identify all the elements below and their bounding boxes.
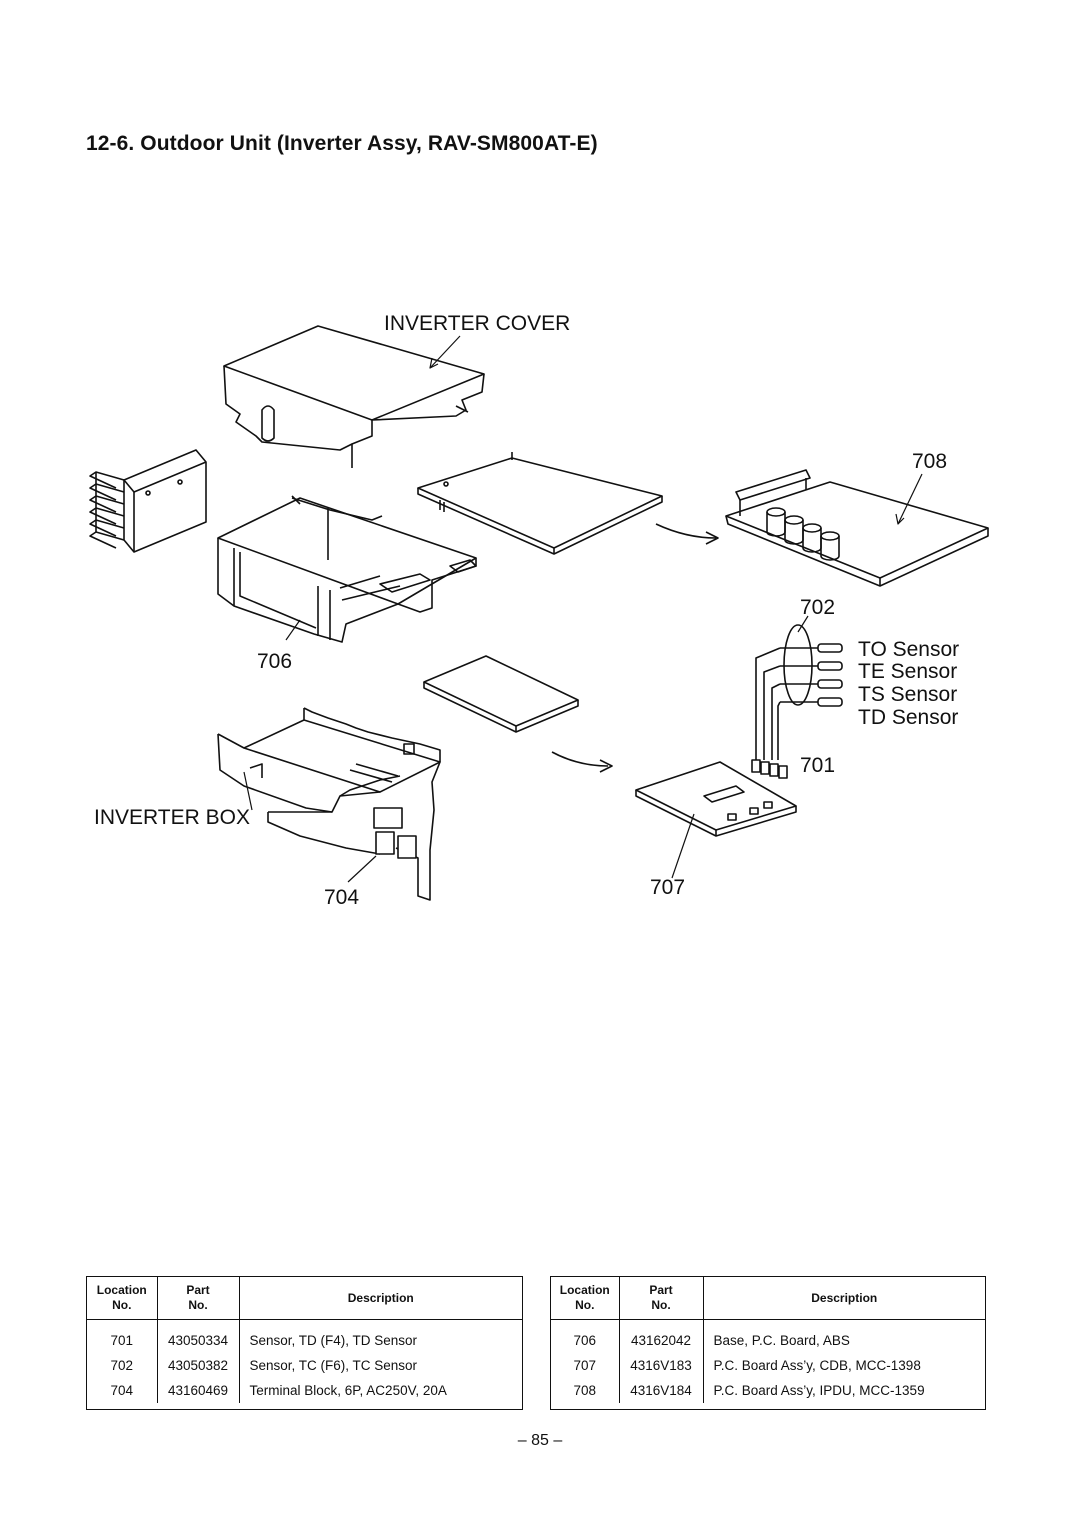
exploded-parts-diagram [89,325,989,901]
part-cell: 43160469 [157,1378,240,1403]
description-cell: Terminal Block, 6P, AC250V, 20A [249,1383,447,1398]
location-cell: 702 [87,1353,158,1378]
description-cell: P.C. Board Ass’y, IPDU, MCC-1359 [713,1383,925,1398]
label-td-sensor: TD Sensor [858,706,959,729]
table-row: 707 4316V183 P.C. Board Ass’y, CDB, MCC-… [551,1353,985,1378]
label-707: 707 [650,876,686,899]
inverter-cover-drawing [223,325,485,468]
description-cell: Sensor, TC (F6), TC Sensor [249,1358,418,1373]
base-board-drawing [417,452,663,555]
parts-table-left-frame [86,1276,523,1410]
header-description: Description [703,1277,985,1320]
table-row: 706 43162042 Base, P.C. Board, ABS [551,1319,985,1353]
description-cell: Sensor, TD (F4), TD Sensor [249,1333,418,1348]
label-ts-sensor: TS Sensor [858,683,958,706]
part-cell: 43050334 [157,1319,240,1353]
label-706: 706 [257,650,293,673]
inverter-box-drawing [217,707,441,901]
insulation-sheet-drawing [423,655,579,733]
table-row: 702 43050382 Sensor, TC (F6), TC Sensor [87,1353,522,1378]
label-inverter-box: INVERTER BOX [94,806,250,829]
location-cell: 706 [551,1319,620,1353]
label-701: 701 [800,754,836,777]
location-cell: 708 [551,1378,620,1403]
parts-table-right-frame [550,1276,986,1410]
leader-lines [243,335,923,883]
location-cell: 704 [87,1378,158,1403]
label-inverter-cover: INVERTER COVER [384,312,571,335]
label-702: 702 [800,596,836,619]
location-cell: 707 [551,1353,620,1378]
board-base-drawing [217,495,477,643]
page-title: 12-6. Outdoor Unit (Inverter Assy, RAV-S… [86,132,598,155]
description-cell: P.C. Board Ass’y, CDB, MCC-1398 [713,1358,921,1373]
label-704: 704 [324,886,360,909]
table-row: 701 43050334 Sensor, TD (F4), TD Sensor [87,1319,522,1353]
header-description: Description [239,1277,522,1320]
sensor-bundle-drawing [751,624,843,779]
heat-sink-drawing [89,449,207,553]
part-cell: 43050382 [157,1353,240,1378]
label-708: 708 [912,450,948,473]
table-row: 708 4316V184 P.C. Board Ass’y, IPDU, MCC… [551,1378,985,1403]
description-cell: Base, P.C. Board, ABS [713,1333,850,1348]
label-te-sensor: TE Sensor [858,660,958,683]
part-cell: 4316V184 [619,1378,704,1403]
part-cell: 4316V183 [619,1353,704,1378]
part-cell: 43162042 [619,1319,704,1353]
ipdu-board-drawing [725,469,989,587]
cdb-board-drawing [635,761,797,837]
page-number: – 85 – [517,1432,563,1449]
table-row: 704 43160469 Terminal Block, 6P, AC250V,… [87,1378,522,1403]
location-cell: 701 [87,1319,158,1353]
label-to-sensor: TO Sensor [858,638,960,661]
